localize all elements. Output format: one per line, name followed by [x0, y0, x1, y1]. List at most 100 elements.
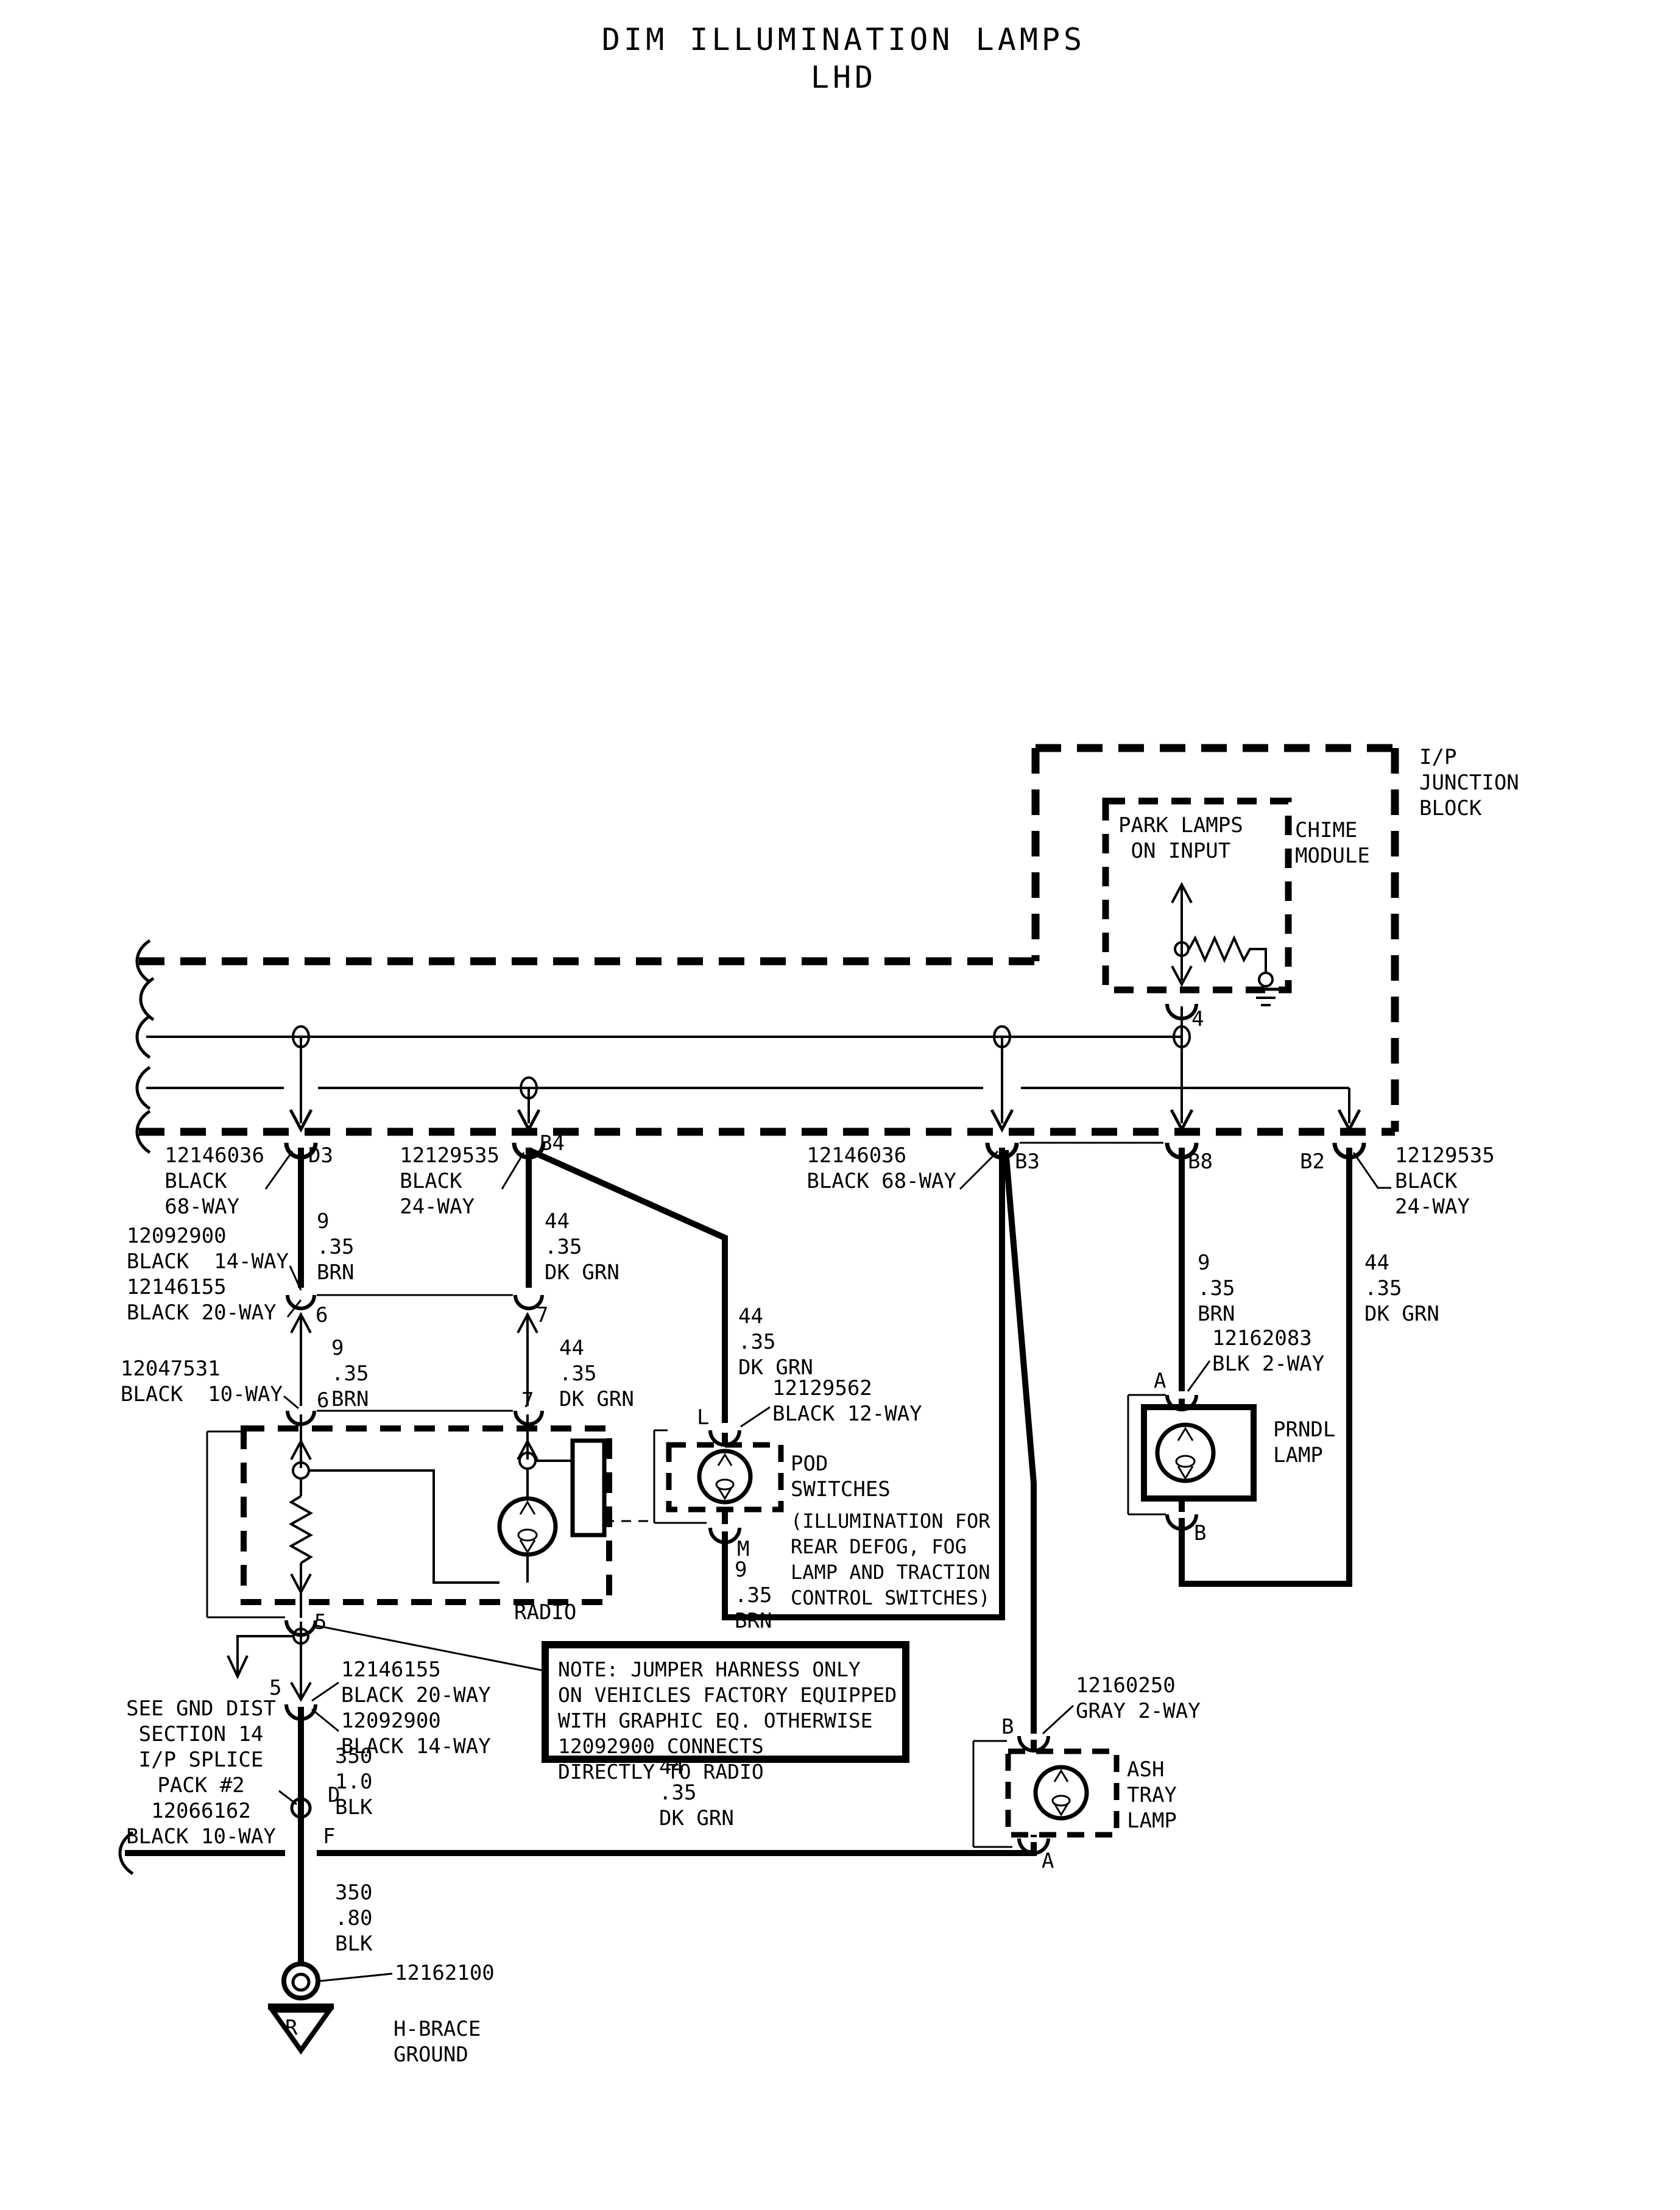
- resistor-icon: [288, 1495, 314, 1564]
- prndl-lamp: [1127, 1394, 1257, 1531]
- ip-junction-block-outline: [139, 744, 1399, 1136]
- wire-label-350-80-blk: 350 .80 BLK: [335, 1880, 373, 1956]
- gnd-dist-label: SEE GND DIST SECTION 14 I/P SPLICE PACK …: [126, 1696, 276, 1849]
- connector-row3-label: 12047531 BLACK 10-WAY: [120, 1357, 283, 1407]
- ground-label: H-BRACE GROUND: [394, 2017, 481, 2067]
- chime-module: [1102, 797, 1292, 1020]
- connector-cup-icon: [1165, 1514, 1198, 1531]
- ground-pin-r: R: [285, 2016, 298, 2040]
- wire-label-44-35-dkgrn-b4: 44 .35 DK GRN: [545, 1209, 619, 1285]
- row2-pin-6: 6: [316, 1303, 328, 1327]
- pod-switches: [653, 1429, 784, 1544]
- row2-pin-7: 7: [536, 1303, 549, 1327]
- splice-ring-icon: [290, 1797, 312, 1819]
- arrowhead-icon: [227, 1655, 249, 1679]
- radio-illumination-control: [570, 1438, 607, 1537]
- connector-b3-label: 12146036 BLACK 68-WAY: [806, 1143, 956, 1193]
- harness-bus-lines: [135, 939, 1366, 1160]
- page-title: DIM ILLUMINATION LAMPS: [601, 22, 1086, 57]
- radio-label: RADIO: [514, 1600, 577, 1625]
- lamp-bulb-icon: [497, 1496, 558, 1557]
- prndl-pin-b: B: [1194, 1521, 1207, 1545]
- ash-pin-b: B: [1001, 1715, 1014, 1739]
- ash-tray-lamp: [972, 1735, 1120, 1855]
- chassis-ground-icon: [1251, 972, 1280, 1006]
- note-box-outline: [542, 1641, 909, 1763]
- pod-connector-bracket: [653, 1429, 707, 1524]
- wire-label-9-35-brn-d3: 9 .35 BRN: [317, 1209, 355, 1285]
- connector-b2-label: 12129535 BLACK 24-WAY: [1395, 1143, 1495, 1219]
- prndl-pin-a: A: [1154, 1369, 1166, 1393]
- connector-d3-pin: D3: [308, 1143, 333, 1168]
- wire-label-9-35-brn-b8: 9 .35 BRN: [1198, 1251, 1235, 1326]
- radio: [206, 1425, 654, 1637]
- ash-connector-bracket: [972, 1740, 1012, 1848]
- connector-b4-pin: B4: [540, 1131, 565, 1156]
- connector-row2-label: 12092900 BLACK 14-WAY 12146155 BLACK 20-…: [126, 1224, 289, 1325]
- park-lamps-on-input-label: PARK LAMPS ON INPUT: [1118, 813, 1243, 863]
- junction-ring-icon: [1174, 941, 1190, 957]
- pod-pin-l: L: [697, 1405, 710, 1430]
- wire-label-44-35-dkgrn-2: 44 .35 DK GRN: [559, 1336, 634, 1411]
- wire-label-9-35-brn-2: 9 .35 BRN: [331, 1336, 369, 1411]
- arrowhead-icon: [290, 1573, 312, 1595]
- connector-5-label: 12146155 BLACK 20-WAY 12092900 BLACK 14-…: [341, 1658, 491, 1759]
- wire-break-icon: [135, 939, 155, 1154]
- prndl-connector-label: 12162083 BLK 2-WAY: [1212, 1326, 1325, 1376]
- page-subtitle: LHD: [810, 60, 877, 95]
- ash-tray-lamp-label: ASH TRAY LAMP: [1127, 1757, 1177, 1833]
- note-text: NOTE: JUMPER HARNESS ONLY ON VEHICLES FA…: [558, 1658, 897, 1784]
- lamp-bulb-icon: [697, 1449, 753, 1505]
- arrowhead-icon: [290, 1438, 312, 1460]
- radio-connector-bracket: [206, 1430, 285, 1619]
- connector-cup-icon: [1165, 1003, 1198, 1020]
- connector-d3-label: 12146036 BLACK 68-WAY: [164, 1143, 264, 1219]
- resistor-icon: [1188, 935, 1267, 973]
- ash-connector-label: 12160250 GRAY 2-WAY: [1076, 1673, 1201, 1723]
- connector-cup-icon: [1017, 1735, 1050, 1753]
- splice-pin-f: F: [323, 1824, 336, 1849]
- ground-triangle-icon: [267, 2003, 334, 2055]
- connector-b3-pin: B3: [1015, 1149, 1040, 1174]
- connector-b2-pin: B2: [1300, 1149, 1325, 1174]
- bottom-bus-right: [317, 1842, 1037, 1856]
- connector-cup-icon: [708, 1527, 741, 1544]
- circuit-wires: [125, 1147, 1352, 1964]
- wire-break-icon: [118, 1830, 134, 1876]
- arrowhead-icon: [1171, 881, 1193, 903]
- prndl-connector-bracket: [1127, 1394, 1166, 1516]
- connector-cup-icon: [1017, 1838, 1050, 1855]
- wire-prndl-b-to-b2: [1179, 1148, 1352, 1587]
- arrowhead-icon: [517, 1438, 538, 1460]
- row3-pin-7: 7: [521, 1388, 534, 1413]
- pod-switches-desc: (ILLUMINATION FOR REAR DEFOG, FOG LAMP A…: [791, 1509, 990, 1609]
- arrowhead-icon: [517, 1312, 538, 1333]
- wire-label-350-10-blk: 350 1.0 BLK: [335, 1744, 373, 1820]
- pod-connector-label: 12129562 BLACK 12-WAY: [772, 1376, 922, 1426]
- wire-label-44-35-dkgrn-b2: 44 .35 DK GRN: [1364, 1251, 1439, 1326]
- wire-b3-to-ash-b: [1003, 1149, 1037, 1734]
- wire-b4-to-pod-l: [527, 1147, 728, 1423]
- connector-b4-label: 12129535 BLACK 24-WAY: [400, 1143, 499, 1219]
- arrowhead-icon: [290, 1682, 312, 1703]
- ring-terminal-label: 12162100: [395, 1961, 495, 1985]
- wire-label-9-35-brn-pod: 9 .35 BRN: [735, 1558, 772, 1633]
- prndl-lamp-label: PRNDL LAMP: [1273, 1417, 1336, 1467]
- arrowhead-icon: [1171, 966, 1193, 987]
- lamp-bulb-icon: [1033, 1765, 1089, 1821]
- wire-b3-to-pod-m: [722, 1148, 1005, 1620]
- leader-lines: [264, 1150, 1391, 1982]
- connector-5-pin: 5: [269, 1676, 282, 1700]
- ip-junction-block-label: I/P JUNCTION BLOCK: [1419, 745, 1519, 821]
- arrowhead-icon: [289, 1109, 1361, 1133]
- lamp-bulb-icon: [1155, 1422, 1216, 1483]
- ring-terminal-icon: [281, 1961, 320, 2000]
- ash-pin-a: A: [1042, 1849, 1054, 1873]
- junction-ring-icon: [292, 1025, 1191, 1100]
- row3-pin-6: 6: [317, 1388, 330, 1413]
- pod-switches-label: POD SWITCHES: [791, 1452, 891, 1502]
- chime-module-label: CHIME MODULE: [1295, 818, 1370, 868]
- radio-pin-5: 5: [314, 1610, 327, 1634]
